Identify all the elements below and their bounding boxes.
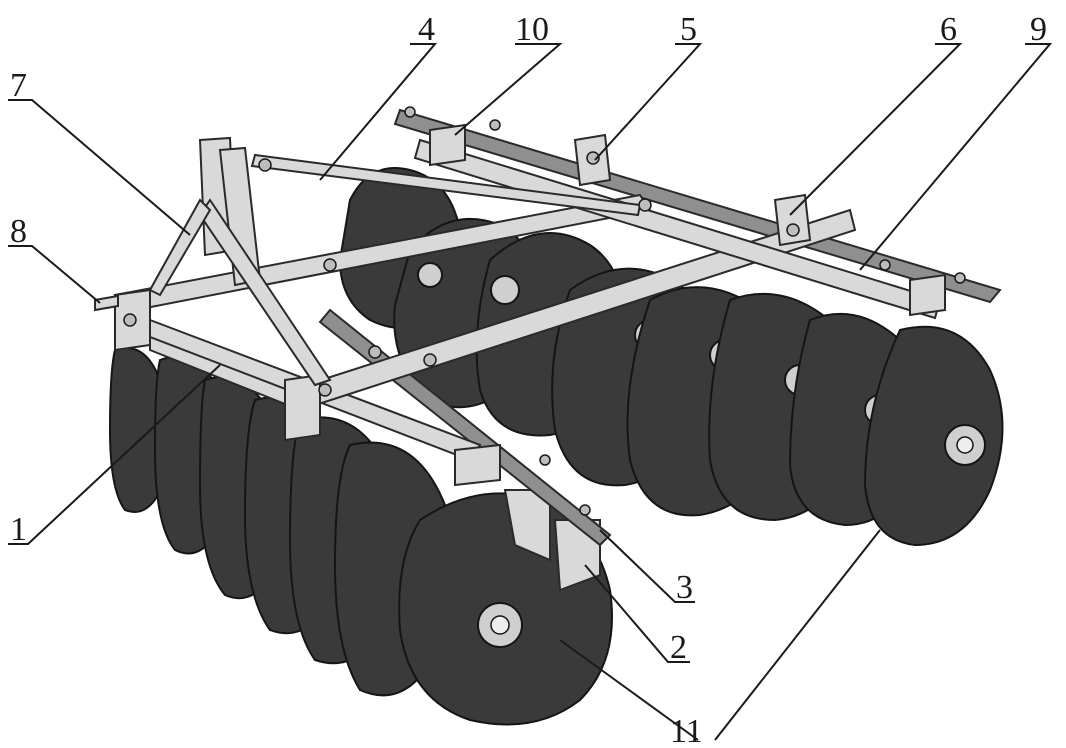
leader-3 [599,529,695,603]
leader-1 [8,364,221,545]
rear-disc-gang [338,167,1004,547]
leader-2 [584,564,690,663]
callout-9: 9 [1030,11,1047,48]
bolts [123,106,966,516]
hitch-pin [94,294,119,312]
leader-8 [8,245,101,304]
callout-4: 4 [418,11,435,48]
callout-5: 5 [680,11,697,48]
callout-1: 1 [10,511,27,548]
callout-6: 6 [940,11,957,48]
leader-10 [454,43,563,136]
leader-9 [859,43,1053,271]
disc [863,325,1004,547]
leader-11a [559,639,699,741]
leader-7 [8,99,191,236]
leader-5 [594,43,703,161]
front-disc-gang [108,347,613,726]
callout-8: 8 [10,213,27,250]
leader-6 [789,43,963,216]
leader-11b [714,529,881,741]
callout-numbers: 1 2 3 4 5 6 7 8 9 10 11 [10,11,1047,748]
callout-2: 2 [670,629,687,666]
leader-lines [8,43,1053,741]
callout-3: 3 [676,569,693,606]
callout-11: 11 [670,713,703,748]
leader-4 [319,43,438,181]
callout-10: 10 [515,11,549,48]
callout-7: 7 [10,67,27,104]
